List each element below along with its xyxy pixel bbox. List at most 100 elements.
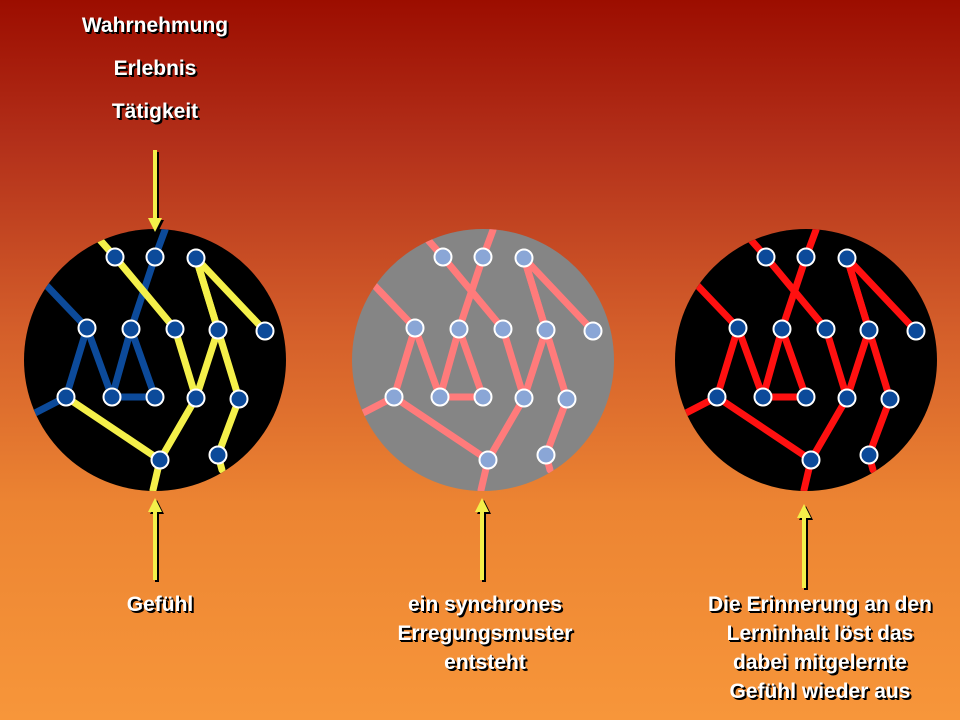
panel-recall: [675, 229, 937, 491]
connection-line: [807, 394, 851, 464]
panel-circle: [675, 229, 937, 491]
panel-perception: [24, 229, 286, 491]
label-wahrnehmung: Wahrnehmung: [81, 14, 229, 37]
neuron-node: [229, 389, 249, 409]
connection-line: [42, 281, 91, 332]
connections: [359, 229, 597, 491]
arrow-head: [148, 498, 162, 512]
arrow-up-recall: [797, 504, 813, 590]
neuron-node: [816, 319, 836, 339]
connection-line: [713, 324, 742, 401]
neuron-node: [473, 387, 493, 407]
label-sync-line: ein synchrones: [407, 593, 563, 616]
label-erlebnis: Erlebnis: [113, 57, 197, 80]
connection-line: [390, 393, 492, 464]
connection-line: [843, 326, 873, 402]
neuron-node: [801, 450, 821, 470]
label-synchronous-pattern: ein synchrones Erregungsmuster entsteht: [340, 590, 630, 677]
neuron-node: [756, 247, 776, 267]
connection-line: [108, 325, 135, 401]
arrow-head: [797, 504, 811, 518]
connection-line: [192, 326, 222, 402]
connection-line: [759, 325, 786, 401]
connection-line: [411, 324, 444, 401]
connection-line: [83, 324, 116, 401]
connection-line: [865, 395, 894, 459]
neuron-node: [150, 450, 170, 470]
neuron-node: [707, 387, 727, 407]
neuron-node: [208, 320, 228, 340]
connection-line: [693, 281, 742, 332]
connection-line: [499, 325, 528, 402]
neuron-node: [796, 247, 816, 267]
neuron-node: [514, 388, 534, 408]
connection-line: [520, 254, 597, 335]
neuron-node: [405, 318, 425, 338]
label-recall-line: Gefühl wieder aus: [729, 680, 911, 703]
connection-line: [762, 253, 830, 333]
neuron-node: [583, 321, 603, 341]
neuron-node: [772, 319, 792, 339]
neuron-node: [384, 387, 404, 407]
connection-line: [370, 281, 419, 332]
connection-line: [542, 395, 571, 459]
neuron-node: [430, 387, 450, 407]
label-sync-line: entsteht: [444, 651, 526, 674]
label-recall-line: Lerninhalt löst das: [726, 622, 914, 645]
arrow-head: [475, 498, 489, 512]
connection-line: [171, 325, 200, 402]
connection-line: [843, 254, 920, 335]
label-taetigkeit: Tätigkeit: [111, 100, 199, 123]
neuron-node: [859, 320, 879, 340]
connection-line: [156, 394, 200, 464]
connection-line: [439, 253, 507, 333]
neuron-node: [473, 247, 493, 267]
connection-line: [455, 325, 487, 401]
connection-line: [713, 393, 815, 464]
neuron-node: [837, 248, 857, 268]
connection-line: [484, 394, 528, 464]
connection-line: [214, 395, 243, 459]
neuron-node: [102, 387, 122, 407]
neuron-node: [478, 450, 498, 470]
neuron-node: [880, 389, 900, 409]
neuron-node: [145, 387, 165, 407]
panel-circle: [352, 229, 614, 491]
neuron-node: [77, 318, 97, 338]
neuron-node: [208, 445, 228, 465]
arrow-up-feeling: [148, 498, 164, 582]
neuron-node: [557, 389, 577, 409]
neuron-node: [796, 387, 816, 407]
label-recall: Die Erinnerung an den Lerninhalt löst da…: [680, 590, 960, 706]
neuron-node: [121, 319, 141, 339]
top-labels: Wahrnehmung Erlebnis Tätigkeit: [40, 4, 270, 133]
connection-line: [822, 325, 851, 402]
neuron-node: [493, 319, 513, 339]
neuron-node: [255, 321, 275, 341]
connection-line: [62, 393, 164, 464]
connection-line: [734, 324, 767, 401]
neuron-node: [56, 387, 76, 407]
neuron-node: [514, 248, 534, 268]
neuron-node: [753, 387, 773, 407]
connection-line: [192, 254, 269, 335]
neuron-node: [186, 248, 206, 268]
label-sync-line: Erregungsmuster: [397, 622, 573, 645]
connection-line: [62, 324, 91, 401]
label-gefuehl: Gefühl: [126, 593, 194, 616]
connection-line: [436, 325, 463, 401]
connections: [31, 229, 269, 491]
connection-line: [111, 253, 179, 333]
neuron-node: [536, 445, 556, 465]
neuron-node: [105, 247, 125, 267]
neuron-node: [145, 247, 165, 267]
label-recall-line: Die Erinnerung an den: [707, 593, 933, 616]
connection-line: [520, 326, 550, 402]
label-recall-line: dabei mitgelernte: [733, 651, 907, 674]
connection-line: [778, 325, 810, 401]
neuron-node: [728, 318, 748, 338]
connection-line: [127, 325, 159, 401]
neuron-node: [449, 319, 469, 339]
neuron-node: [186, 388, 206, 408]
